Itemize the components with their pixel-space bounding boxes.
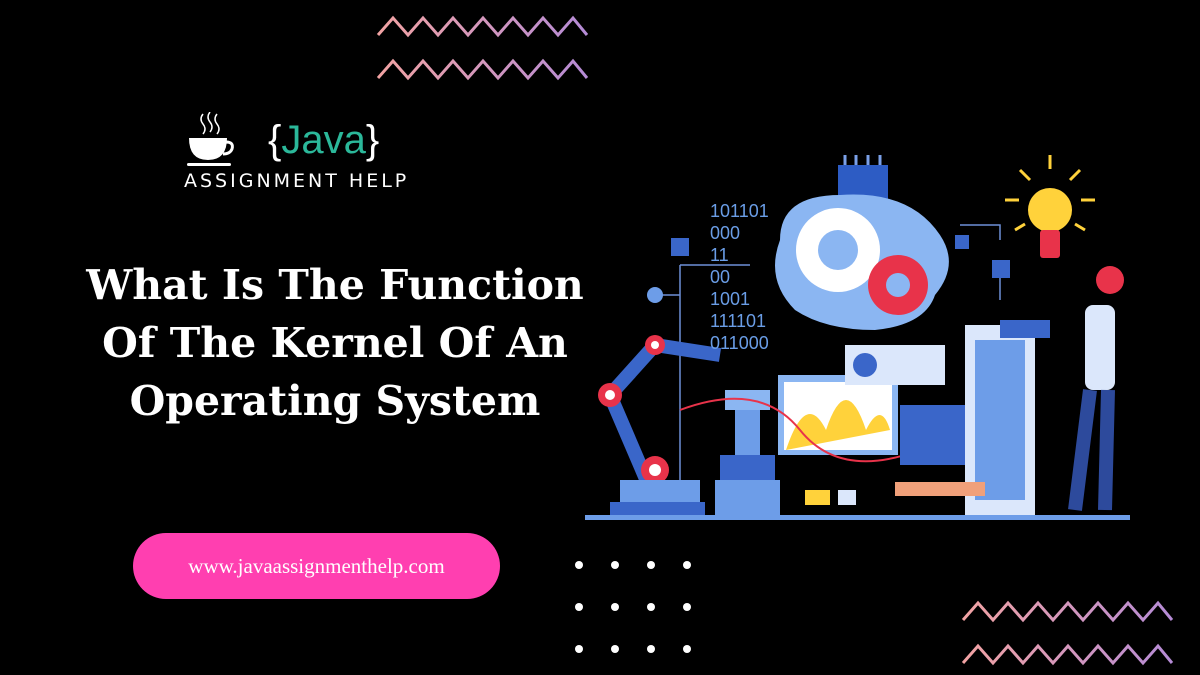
robot-arm-icon (598, 335, 722, 517)
dot-grid-decoration (575, 561, 691, 653)
circuit-node-icon (992, 260, 1010, 278)
logo-brace: } (365, 118, 380, 162)
title-line: Of The Kernel Of An (102, 319, 568, 367)
binary-line: 011000 (710, 333, 769, 353)
logo-java-text: Java (281, 118, 366, 162)
technology-illustration (585, 155, 1130, 520)
logo-brace: { (268, 118, 282, 162)
chip-icon (838, 155, 888, 200)
circuit-node-icon (671, 238, 689, 256)
circuit-node-icon (955, 235, 969, 249)
chart-screen-icon (778, 375, 898, 455)
person-icon (1000, 266, 1124, 511)
binary-line: 000 (710, 223, 741, 243)
light-bulb-icon (1005, 155, 1095, 258)
title-line: Operating System (129, 377, 541, 425)
logo-subtitle: ASSIGNMENT HELP (184, 170, 410, 192)
zigzag-decoration-top (376, 15, 589, 81)
title-line: What Is The Function (86, 261, 584, 309)
coffee-cup-icon (187, 112, 234, 166)
zigzag-decoration-bottom (961, 600, 1174, 666)
binary-line: 00 (710, 267, 731, 287)
binary-line: 111101 (710, 311, 767, 331)
floor-line (585, 515, 1130, 520)
binary-line: 11 (710, 245, 729, 265)
page-title: What Is The Function Of The Kernel Of An… (60, 256, 610, 430)
binary-line: 101101 (710, 201, 769, 221)
logo-wordmark: {Java} (268, 118, 379, 163)
machine-icon (715, 390, 780, 515)
website-url-button[interactable]: www.javaassignmenthelp.com (133, 533, 500, 599)
binary-line: 1001 (710, 289, 751, 309)
circuit-node-icon (647, 287, 663, 303)
